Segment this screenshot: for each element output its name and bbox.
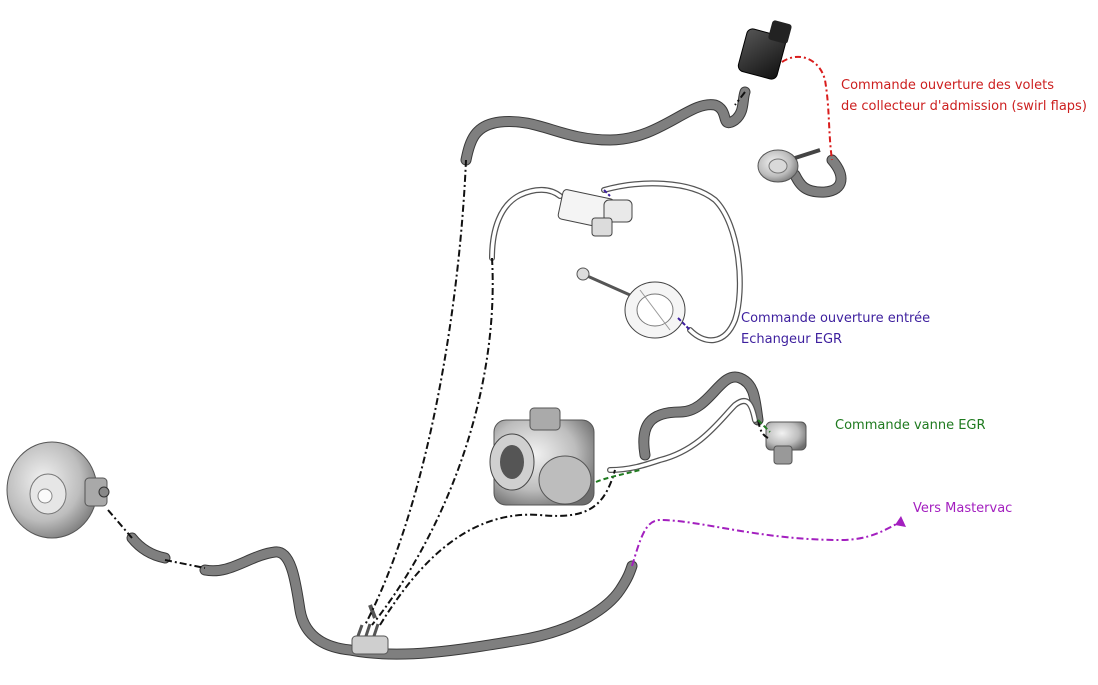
mastervac-label: Vers Mastervac xyxy=(913,501,1013,516)
egr-valve-body xyxy=(489,407,595,506)
mastervac-purple-line xyxy=(631,518,901,567)
egr-exchanger-blue-line-1 xyxy=(603,189,611,197)
t-connector-cluster xyxy=(351,604,389,655)
egr-valve-solenoid xyxy=(765,421,807,465)
egr-exchanger-solenoid xyxy=(557,189,633,237)
egr-valve-hoses xyxy=(607,371,764,473)
egr-exchanger-label-line2: Echangeur EGR xyxy=(741,332,843,347)
vacuum-routing-lines xyxy=(107,91,769,626)
swirl-label-line2: de collecteur d'admission (swirl flaps) xyxy=(841,99,1087,114)
egr-valve-label: Commande vanne EGR xyxy=(835,418,986,433)
egr-exchanger-blue-line-2 xyxy=(677,317,691,331)
swirl-solenoid xyxy=(737,20,792,80)
swirl-supply-hose xyxy=(460,86,751,166)
swirl-flaps-label: Commande ouverture des volets de collect… xyxy=(841,75,1087,117)
swirl-red-line xyxy=(781,55,833,161)
egr-valve-green-line xyxy=(595,469,641,483)
egr-exchanger-actuator xyxy=(576,267,686,339)
egr-exchanger-label-line1: Commande ouverture entrée xyxy=(741,311,931,326)
swirl-flap-actuator xyxy=(757,148,821,183)
egr-valve-green-line-2 xyxy=(757,419,771,433)
swirl-actuator-hose xyxy=(789,154,847,198)
swirl-label-line1: Commande ouverture des volets xyxy=(841,78,1054,93)
vacuum-pump xyxy=(6,441,110,539)
egr-exchanger-label: Commande ouverture entrée Echangeur EGR xyxy=(741,308,930,350)
main-vacuum-hose xyxy=(199,546,638,660)
egr-exchanger-hoses xyxy=(489,180,743,344)
pump-elbow-hose xyxy=(126,532,171,564)
mastervac-arrow-icon xyxy=(895,516,906,527)
